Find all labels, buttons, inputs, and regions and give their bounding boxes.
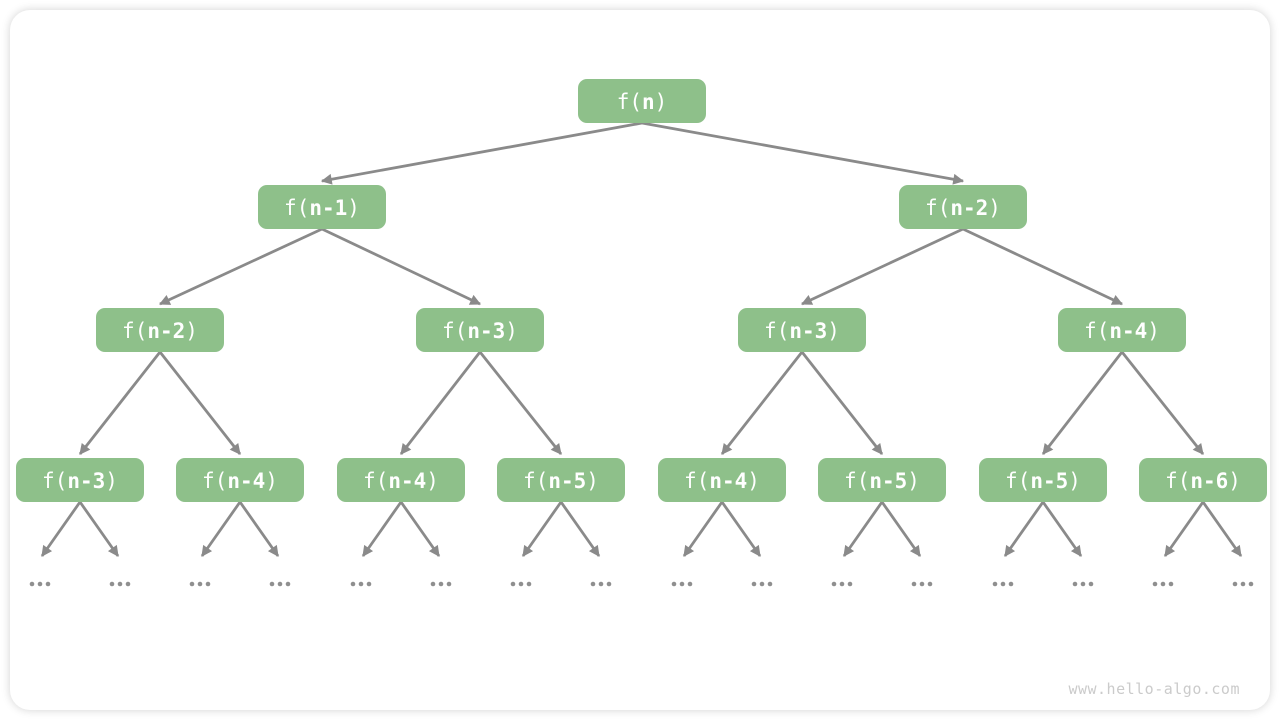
edge-arrow-a-ab [321, 227, 481, 306]
tree-node-bbb: f(n-6) [1139, 458, 1267, 502]
leaf-arrow-baa-right [720, 501, 762, 557]
ellipsis-dots [510, 581, 532, 587]
tree-node-label: f(n-2) [122, 319, 198, 343]
ellipsis-dots [29, 581, 51, 587]
leaf-arrow-bba-right [1041, 501, 1083, 557]
tree-node-label: f(n-5) [844, 469, 920, 493]
tree-node-bab: f(n-5) [818, 458, 946, 502]
tree-node-a: f(n-1) [258, 185, 386, 229]
ellipsis-dots [911, 581, 933, 587]
tree-node-label: f(n) [617, 90, 668, 114]
ellipsis-dots [269, 581, 291, 587]
tree-node-label: f(n-1) [284, 196, 360, 220]
tree-node-label: f(n-3) [42, 469, 118, 493]
leaf-arrow-bbb-right [1201, 501, 1243, 557]
edge-arrow-b-bb [962, 227, 1123, 306]
leaf-arrow-aab-right [238, 501, 280, 557]
tree-node-label: f(n-4) [202, 469, 278, 493]
edge-arrow-ba-baa [720, 351, 804, 455]
leaf-arrow-aab-left [200, 501, 242, 557]
edge-arrow-a-aa [159, 227, 323, 306]
tree-node-bb: f(n-4) [1058, 308, 1186, 352]
leaf-arrow-aba-left [361, 501, 403, 557]
edge-arrow-bb-bbb [1120, 351, 1205, 455]
tree-node-ba: f(n-3) [738, 308, 866, 352]
leaf-arrow-abb-left [521, 501, 563, 557]
tree-node-label: f(n-5) [523, 469, 599, 493]
edge-arrow-b-ba [801, 227, 964, 306]
ellipsis-dots [831, 581, 853, 587]
tree-node-baa: f(n-4) [658, 458, 786, 502]
ellipsis-dots [1072, 581, 1094, 587]
leaf-arrow-baa-left [682, 501, 724, 557]
edge-arrow-ab-abb [478, 351, 563, 455]
tree-node-aaa: f(n-3) [16, 458, 144, 502]
tree-node-aa: f(n-2) [96, 308, 224, 352]
ellipsis-dots [109, 581, 131, 587]
edge-arrow-ab-aba [399, 351, 482, 455]
edge-arrow-ba-bab [800, 351, 884, 455]
ellipsis-dots [751, 581, 773, 587]
leaf-arrow-abb-right [559, 501, 601, 557]
tree-node-ab: f(n-3) [416, 308, 544, 352]
tree-node-label: f(n-6) [1165, 469, 1241, 493]
tree-node-abb: f(n-5) [497, 458, 625, 502]
edge-arrow-root-a [320, 121, 643, 185]
tree-node-bba: f(n-5) [979, 458, 1107, 502]
watermark: www.hello-algo.com [1068, 680, 1240, 698]
ellipsis-dots [1232, 581, 1254, 587]
ellipsis-dots [1152, 581, 1174, 587]
tree-node-label: f(n-2) [925, 196, 1001, 220]
tree-node-label: f(n-5) [1005, 469, 1081, 493]
tree-node-label: f(n-4) [1084, 319, 1160, 343]
tree-node-aab: f(n-4) [176, 458, 304, 502]
ellipsis-dots [350, 581, 372, 587]
edge-arrow-aa-aab [158, 351, 242, 455]
tree-node-label: f(n-3) [764, 319, 840, 343]
ellipsis-dots [189, 581, 211, 587]
leaf-arrow-aaa-right [78, 501, 120, 557]
leaf-arrow-bab-right [880, 501, 922, 557]
tree-node-b: f(n-2) [899, 185, 1027, 229]
tree-node-root: f(n) [578, 79, 706, 123]
edge-arrow-bb-bba [1041, 351, 1124, 455]
leaf-arrow-bbb-left [1163, 501, 1205, 557]
leaf-arrow-aaa-left [40, 501, 82, 557]
leaf-arrow-bba-left [1003, 501, 1045, 557]
tree-node-aba: f(n-4) [337, 458, 465, 502]
edge-arrow-root-b [641, 121, 965, 185]
ellipsis-dots [671, 581, 693, 587]
leaf-arrow-bab-left [842, 501, 884, 557]
leaf-arrow-aba-right [399, 501, 441, 557]
ellipsis-dots [590, 581, 612, 587]
tree-node-label: f(n-4) [684, 469, 760, 493]
diagram-card [10, 10, 1270, 710]
ellipsis-dots [430, 581, 452, 587]
tree-node-label: f(n-4) [363, 469, 439, 493]
ellipsis-dots [992, 581, 1014, 587]
tree-node-label: f(n-3) [442, 319, 518, 343]
edge-arrow-aa-aaa [78, 351, 162, 455]
